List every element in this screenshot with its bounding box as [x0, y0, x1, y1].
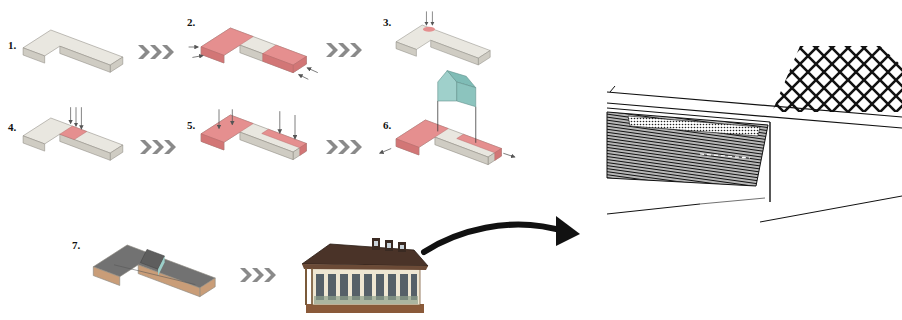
slab-step-6	[380, 71, 515, 165]
slab-step-2	[189, 28, 318, 79]
curved-arrow	[424, 216, 580, 252]
step-number: 2.	[187, 17, 195, 28]
rendered-building	[302, 238, 428, 313]
step-number: 7.	[72, 240, 80, 251]
step-number: 1.	[8, 40, 16, 51]
step-number: 6.	[383, 120, 391, 131]
slab-step-3	[396, 11, 490, 65]
step-number: 4.	[8, 122, 16, 133]
slab-step-7	[93, 245, 215, 297]
chevrons	[138, 45, 174, 59]
slab-step-1	[23, 30, 123, 72]
chevrons	[140, 140, 176, 154]
slab-step-4	[23, 107, 123, 160]
step-number: 5.	[187, 120, 195, 131]
chevrons	[326, 43, 362, 57]
eave-detail-sketch	[607, 44, 902, 222]
chevrons	[326, 140, 362, 154]
step-number: 3.	[383, 17, 391, 28]
slab-step-5	[201, 109, 306, 159]
chevrons	[240, 268, 276, 282]
